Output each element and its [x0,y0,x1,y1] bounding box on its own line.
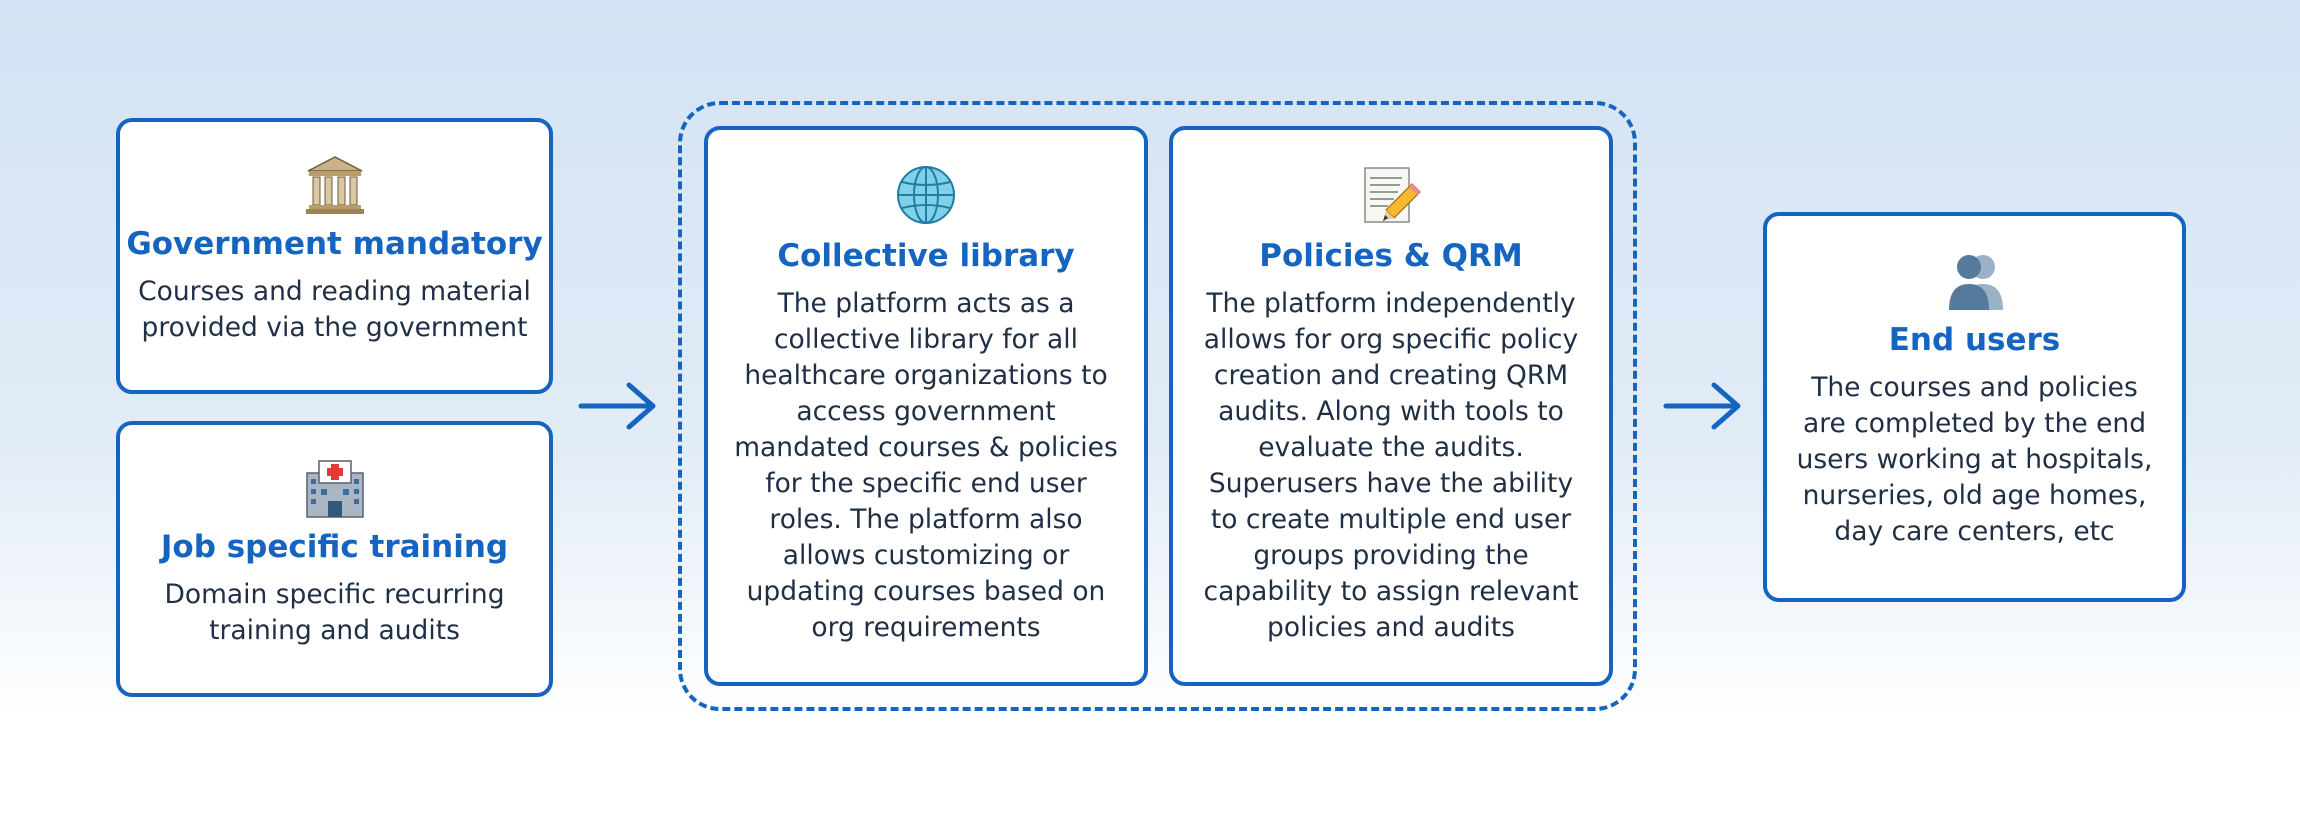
card-title: Collective library [777,238,1075,274]
desc-line: creation and creating QRM [1213,360,1569,391]
desc-line: org requirements [811,612,1041,643]
desc-line: training and audits [209,615,460,646]
card-title: End users [1888,322,2061,358]
desc-line: nurseries, old age homes, [1802,480,2147,511]
desc-line: provided via the government [141,312,528,343]
desc-line: The platform independently [1206,288,1576,319]
desc-line: Domain specific recurring [164,579,505,610]
desc-line: for the specific end user [765,468,1087,499]
card-description: Domain specific recurring training and a… [120,577,549,649]
desc-line: allows customizing or [782,540,1070,571]
desc-line: mandated courses & policies [734,432,1118,463]
card-description: The platform acts as a collective librar… [708,286,1144,646]
card-title: Government mandatory [126,226,543,262]
users-silhouette-icon [1948,255,2003,310]
desc-line: are completed by the end [1802,408,2147,439]
card-title: Policies & QRM [1259,238,1523,274]
desc-line: to create multiple end user [1210,504,1572,535]
card-description: The platform independently allows for or… [1173,286,1609,646]
government-mandatory-card: Government mandatory Courses and reading… [116,118,553,394]
policies-qrm-card: Policies & QRM The platform independentl… [1169,126,1613,686]
desc-line: collective library for all [773,324,1079,355]
desc-line: Superusers have the ability [1208,468,1574,499]
classical-building-icon [305,156,364,214]
desc-line: evaluate the audits. [1258,432,1524,463]
card-title: Job specific training [160,529,509,565]
card-description: The courses and policies are completed b… [1767,370,2182,550]
desc-line: groups providing the [1253,540,1529,571]
desc-line: day care centers, etc [1834,516,2115,547]
desc-line: Courses and reading material [138,276,531,307]
globe-icon [897,166,955,224]
desc-line: allows for org specific policy [1203,324,1579,355]
collective-library-card: Collective library The platform acts as … [704,126,1148,686]
desc-line: The platform acts as a [777,288,1075,319]
job-specific-training-card: Job specific training Domain specific re… [116,421,553,697]
right-arrow-icon [1663,382,1741,430]
desc-line: policies and audits [1267,612,1515,643]
desc-line: The courses and policies [1811,372,2138,403]
platform-group [678,101,1637,711]
desc-line: users working at hospitals, [1796,444,2153,475]
end-users-card: End users The courses and policies are c… [1763,212,2186,602]
desc-line: audits. Along with tools to [1218,396,1564,427]
desc-line: updating courses based on [746,576,1106,607]
desc-line: capability to assign relevant [1203,576,1579,607]
desc-line: roles. The platform also [769,504,1083,535]
desc-line: healthcare organizations to [744,360,1108,391]
desc-line: access government [796,396,1056,427]
card-description: Courses and reading material provided vi… [120,274,549,346]
right-arrow-icon [578,382,656,430]
memo-pencil-icon [1364,167,1421,223]
hospital-icon [305,460,364,518]
